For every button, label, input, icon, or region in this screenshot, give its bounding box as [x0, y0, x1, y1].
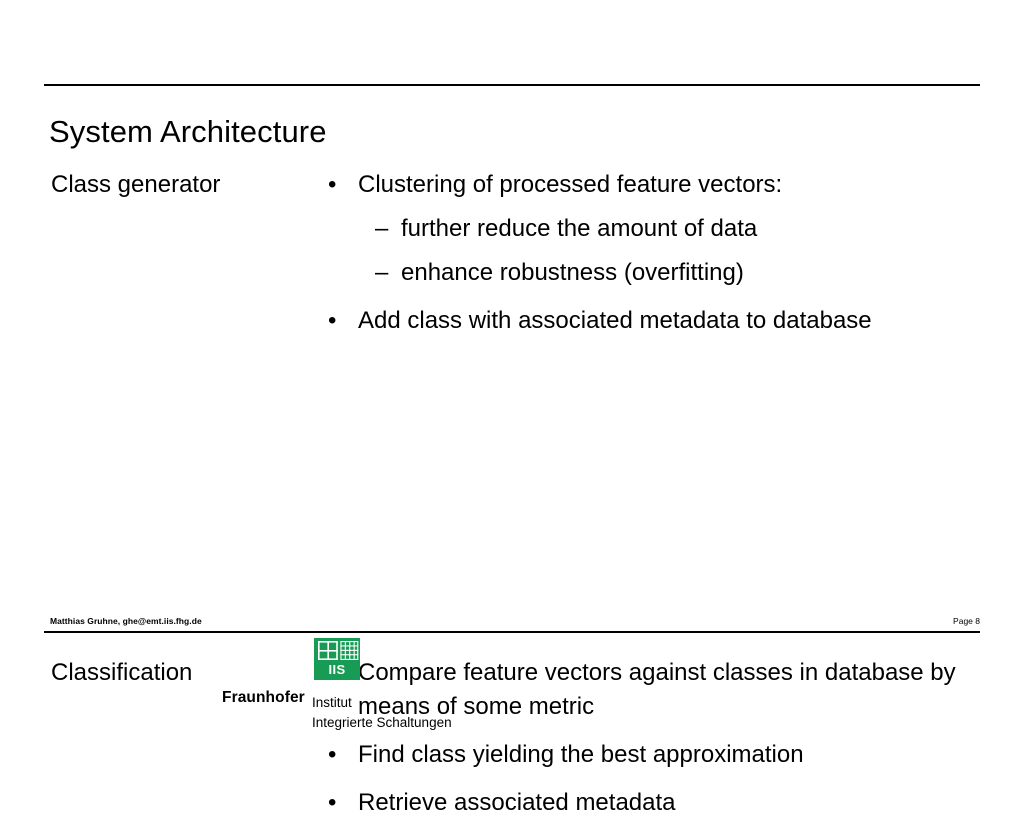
list-item: • Retrieve associated metadata — [322, 786, 962, 820]
list-item: – enhance robustness (overfitting) — [322, 256, 962, 290]
iis-logo-mark-icon: IIS — [314, 638, 360, 680]
footer-rule — [44, 631, 980, 633]
bullet-text: Find class yielding the best approximati… — [358, 741, 804, 768]
title-top-rule — [44, 84, 980, 86]
fraunhofer-wordmark: Fraunhofer — [222, 689, 305, 706]
sub-bullet-text: further reduce the amount of data — [401, 215, 758, 242]
bullet-text: Clustering of processed feature vectors: — [358, 171, 783, 198]
footer-author-contact: Matthias Gruhne, ghe@emt.iis.fhg.de — [50, 616, 202, 626]
bullet-text: Retrieve associated metadata — [358, 789, 676, 816]
institute-line-2: Integrierte Schaltungen — [312, 715, 452, 730]
page-title: System Architecture — [49, 113, 327, 149]
sub-bullet-text: enhance robustness (overfitting) — [401, 259, 744, 286]
iis-logo-text: IIS — [328, 662, 346, 677]
list-item: • Find class yielding the best approxima… — [322, 738, 962, 772]
bullet-marker-icon: • — [328, 171, 337, 198]
footer-page-number: Page 8 — [953, 616, 980, 626]
dash-marker-icon: – — [375, 259, 389, 286]
section-classification: Classification • Compare feature vectors… — [0, 240, 1024, 816]
section-label-class-generator: Class generator — [51, 171, 221, 198]
bullet-marker-icon: • — [328, 741, 337, 768]
dash-marker-icon: – — [375, 215, 389, 242]
section-label-classification: Classification — [51, 659, 193, 686]
bullet-marker-icon: • — [328, 307, 337, 334]
institute-name: Institut Integrierte Schaltungen — [312, 693, 452, 733]
bullet-marker-icon: • — [328, 789, 337, 816]
section-class-generator: Class generator • Clustering of processe… — [0, 0, 1024, 334]
bullet-text: Compare feature vectors against classes … — [358, 659, 956, 720]
list-item: • Add class with associated metadata to … — [322, 304, 962, 338]
fraunhofer-iis-logo: IIS Fraunhofer Institut Integrierte Scha… — [222, 638, 622, 738]
bullet-text: Add class with associated metadata to da… — [358, 307, 872, 334]
list-item: • Compare feature vectors against classe… — [322, 656, 962, 724]
list-item: • Clustering of processed feature vector… — [322, 168, 962, 202]
bullet-list-class-generator: • Clustering of processed feature vector… — [322, 168, 962, 340]
iis-logo-grid-icon — [314, 638, 360, 663]
institute-line-1: Institut — [312, 695, 352, 710]
list-item: – further reduce the amount of data — [322, 212, 962, 246]
